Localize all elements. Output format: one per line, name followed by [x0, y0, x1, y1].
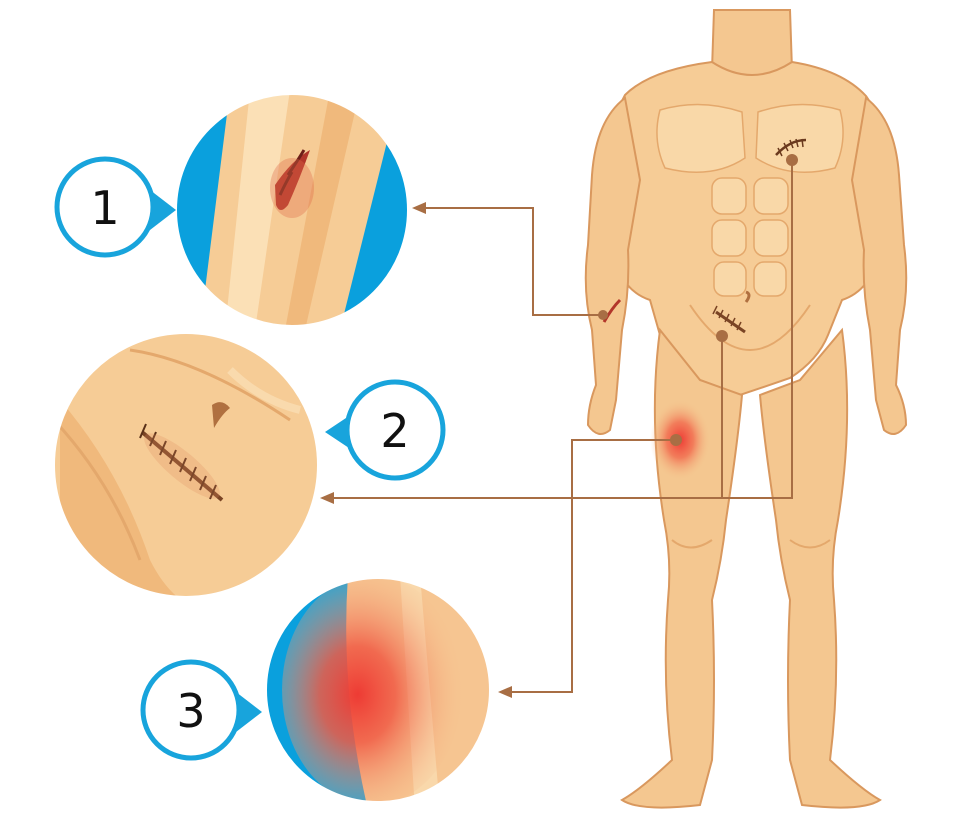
leader-lines	[330, 160, 793, 693]
chest-stitch-mark	[775, 138, 807, 157]
forearm-cut-mark	[602, 298, 622, 323]
badge-2: 2	[325, 379, 446, 481]
stitched-wound-closeup-icon	[139, 423, 224, 502]
leader-arrows	[320, 202, 512, 698]
badge-1-number: 1	[90, 181, 119, 235]
abdomen-stitch-mark	[712, 305, 746, 334]
badge-2-number: 2	[380, 404, 409, 458]
closeup-circle-3	[265, 577, 491, 803]
closeup-circle-1	[175, 93, 409, 327]
badge-3: 3	[140, 659, 262, 761]
closeup-circle-2	[53, 332, 319, 598]
leader-dots	[598, 154, 798, 446]
badge-1: 1	[54, 156, 176, 258]
badge-3-number: 3	[176, 684, 205, 738]
cut-wound-closeup-icon	[270, 149, 314, 218]
human-body-figure	[584, 9, 908, 809]
bruise-closeup-icon	[282, 578, 462, 802]
